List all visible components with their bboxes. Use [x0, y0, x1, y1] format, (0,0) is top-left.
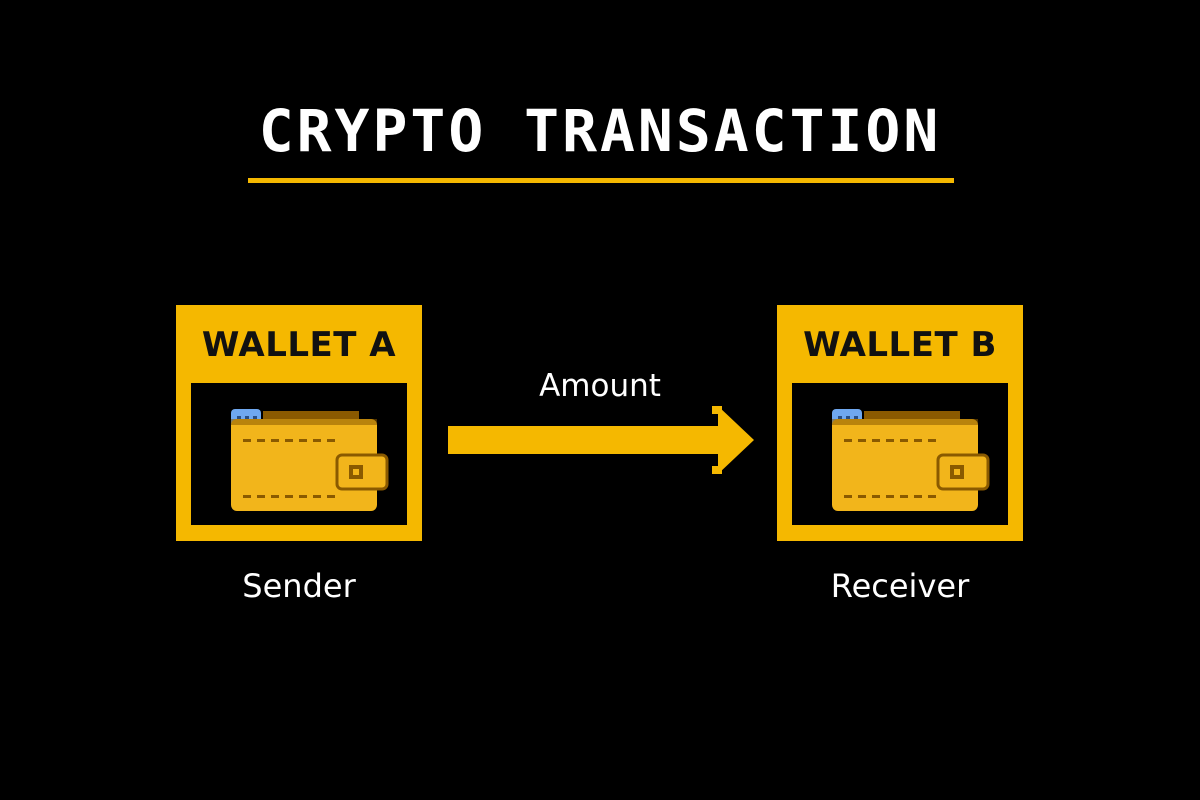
- wallet-card-sender: WALLET A: [176, 305, 422, 541]
- wallet-icon-frame-receiver: [792, 383, 1008, 525]
- wallet-icon: [231, 409, 389, 511]
- sender-label: Sender: [242, 567, 356, 605]
- amount-label: Amount: [539, 368, 661, 404]
- wallet-icon-frame-sender: [191, 383, 407, 525]
- title-underline: [248, 178, 954, 183]
- receiver-label: Receiver: [830, 567, 970, 605]
- arrow-right-icon: [448, 406, 754, 474]
- title-underline-bar: [248, 178, 954, 183]
- page-title: CRYPTO TRANSACTION: [258, 97, 942, 165]
- wallet-card-receiver: WALLET B: [777, 305, 1023, 541]
- wallet-title-sender: WALLET A: [201, 325, 397, 365]
- wallet-icon: [832, 409, 990, 511]
- wallet-title-receiver: WALLET B: [803, 325, 997, 365]
